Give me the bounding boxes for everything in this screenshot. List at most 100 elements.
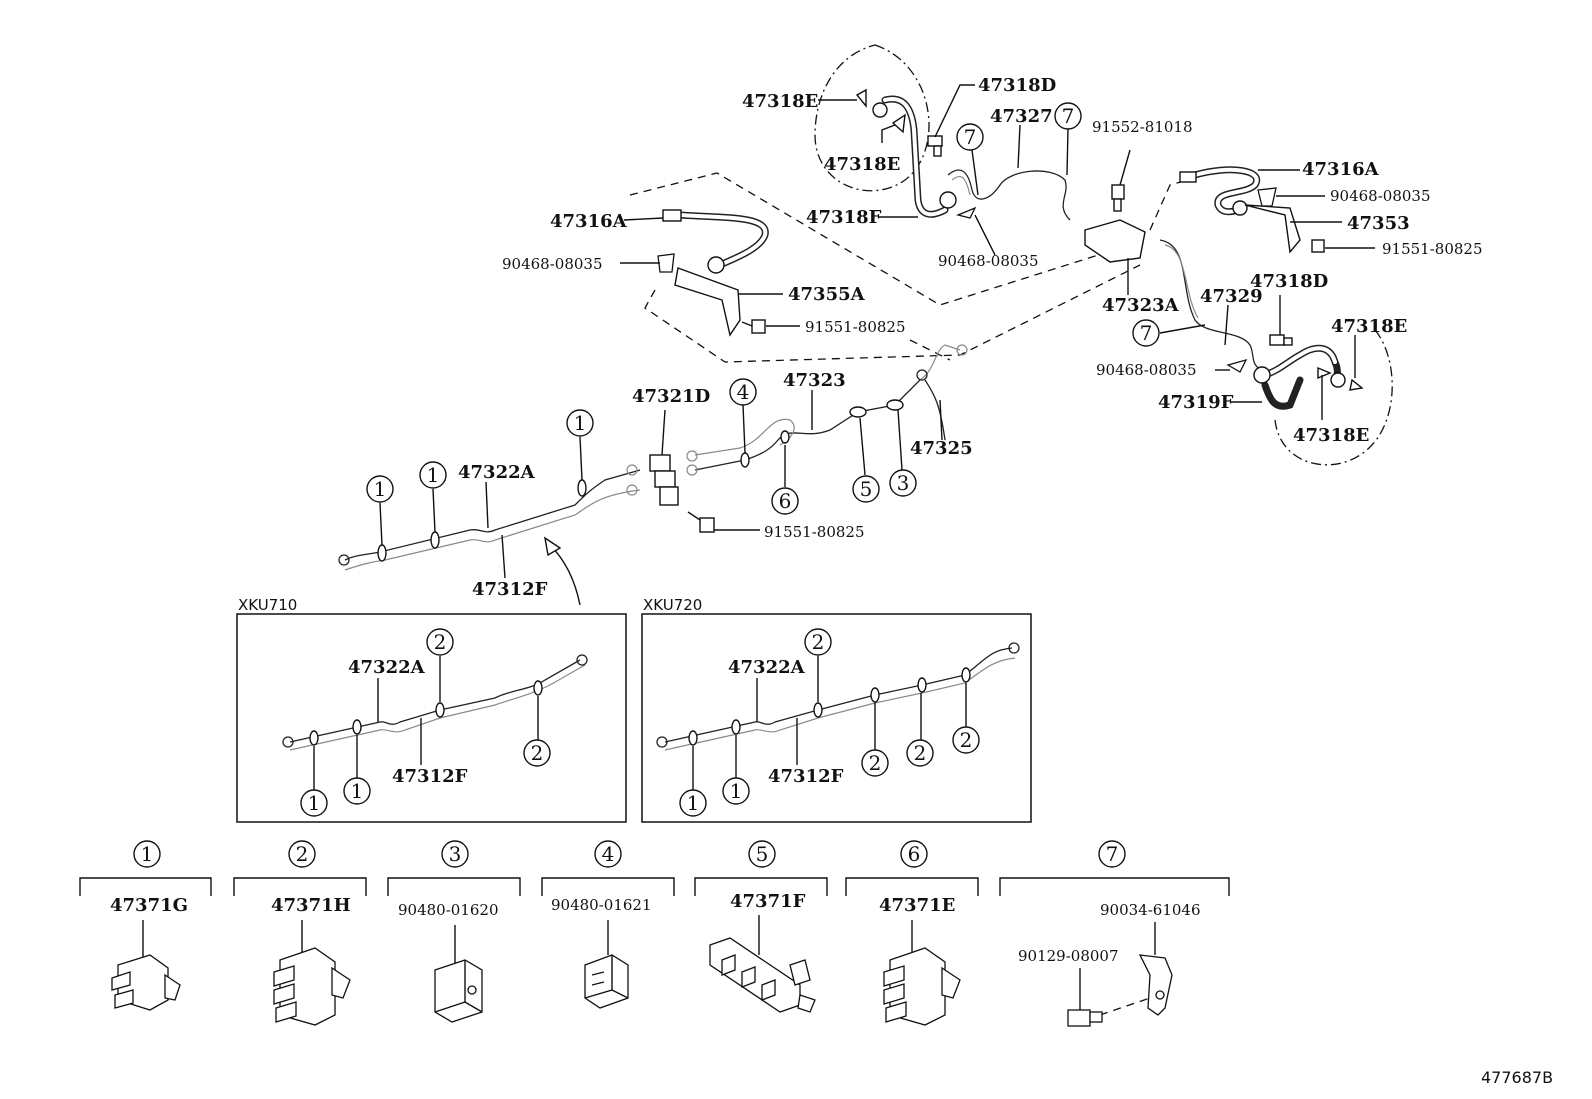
label-47329: 47329 bbox=[1200, 286, 1263, 307]
svg-text:1: 1 bbox=[687, 791, 700, 815]
pipe-47323 bbox=[686, 344, 968, 476]
label-47321D: 47321D bbox=[632, 386, 710, 407]
hose-47318F bbox=[872, 95, 957, 218]
label-47316A-right: 47316A bbox=[1302, 159, 1380, 180]
legend-4: 4 90480-01621 bbox=[541, 840, 675, 1009]
legend-6-part: 47371E bbox=[879, 895, 955, 916]
bolt-47318D-top bbox=[927, 135, 943, 157]
clamp-90480-01620-icon bbox=[434, 959, 483, 1023]
svg-text:2: 2 bbox=[531, 741, 544, 765]
label-47318F: 47318F bbox=[806, 207, 882, 228]
arrow-up bbox=[549, 544, 581, 606]
hose-47316A-left bbox=[662, 209, 769, 274]
leader-7-top bbox=[971, 149, 979, 196]
svg-text:2: 2 bbox=[960, 728, 973, 752]
clip-47371G-icon bbox=[111, 954, 181, 1011]
clip-47318E-right-bot bbox=[1317, 366, 1332, 380]
label-47318E-right-top: 47318E bbox=[1331, 316, 1407, 337]
label-47355A: 47355A bbox=[788, 284, 866, 305]
svg-text:7: 7 bbox=[1062, 104, 1075, 128]
svg-text:2: 2 bbox=[296, 842, 309, 866]
svg-text:1: 1 bbox=[427, 463, 440, 487]
pipe-47327 bbox=[947, 169, 1071, 221]
svg-text:2: 2 bbox=[914, 741, 927, 765]
callout-1c: 1 bbox=[566, 409, 594, 437]
xku710-callout-1a: 1 bbox=[300, 789, 328, 817]
label-47316A-left: 47316A bbox=[550, 211, 628, 232]
xku710-label-47322A: 47322A bbox=[348, 657, 426, 678]
label-47323A: 47323A bbox=[1102, 295, 1180, 316]
legend-4-part: 90480-01621 bbox=[551, 896, 652, 914]
svg-text:7: 7 bbox=[964, 125, 977, 149]
leader-47321D bbox=[661, 409, 666, 456]
xku710-callout-1b: 1 bbox=[343, 777, 371, 805]
xku720-callout-2b: 2 bbox=[861, 749, 889, 777]
assembly-outline-link bbox=[909, 339, 951, 361]
callout-5: 5 bbox=[852, 475, 880, 503]
hose-detail-circle-left bbox=[814, 44, 930, 192]
svg-text:2: 2 bbox=[869, 751, 882, 775]
leader-47316A-left bbox=[623, 217, 664, 221]
clamp-90034-61046-icon bbox=[1099, 954, 1173, 1016]
svg-text:7: 7 bbox=[1140, 321, 1153, 345]
svg-text:5: 5 bbox=[756, 842, 769, 866]
leader-7-right bbox=[1159, 324, 1206, 334]
clip-47371F-icon bbox=[709, 937, 816, 1013]
callout-7-top2: 7 bbox=[1054, 102, 1082, 130]
label-47312F-main: 47312F bbox=[472, 579, 548, 600]
clip-90468-mid bbox=[955, 206, 977, 219]
svg-text:1: 1 bbox=[308, 791, 321, 815]
svg-text:6: 6 bbox=[779, 489, 792, 513]
callout-7-right: 7 bbox=[1132, 319, 1160, 347]
xku720-label-47312F: 47312F bbox=[768, 766, 844, 787]
legend-6: 6 47371E bbox=[845, 840, 979, 1026]
xku710-label-47312F: 47312F bbox=[392, 766, 468, 787]
label-47318D-right: 47318D bbox=[1250, 271, 1328, 292]
clip-47318E-top bbox=[855, 88, 867, 108]
svg-text:1: 1 bbox=[374, 477, 387, 501]
hose-47319F bbox=[1253, 344, 1346, 410]
leader-91552 bbox=[1119, 149, 1131, 186]
label-90468-right: 90468-08035 bbox=[1330, 187, 1431, 205]
label-47318E-mid: 47318E bbox=[824, 154, 900, 175]
pipe-47325 bbox=[924, 379, 946, 441]
label-91551-left: 91551-80825 bbox=[805, 318, 906, 336]
clip-47318E-mid bbox=[891, 113, 906, 134]
svg-text:4: 4 bbox=[737, 380, 750, 404]
legend-2: 2 47371H bbox=[233, 840, 367, 1026]
legend-7-part-b: 90129-08007 bbox=[1018, 947, 1119, 965]
label-91551-right: 91551-80825 bbox=[1382, 240, 1483, 258]
label-47323: 47323 bbox=[783, 370, 846, 391]
leader-7-top2 bbox=[1066, 127, 1069, 176]
leader-47322A-main bbox=[485, 481, 489, 529]
assembly-outline-lower bbox=[644, 264, 1141, 363]
clip-90468-left bbox=[657, 253, 675, 273]
label-47322A-main: 47322A bbox=[458, 462, 536, 483]
leader-1b bbox=[432, 488, 436, 533]
label-91551-center: 91551-80825 bbox=[764, 523, 865, 541]
box-title-xku710: XKU710 bbox=[238, 596, 297, 614]
svg-text:1: 1 bbox=[141, 842, 154, 866]
bolt-91551-right bbox=[1311, 239, 1325, 253]
svg-text:1: 1 bbox=[574, 411, 587, 435]
label-91552-81018: 91552-81018 bbox=[1092, 118, 1193, 136]
leader-47318D-top bbox=[934, 84, 975, 138]
bolt-91551-left bbox=[741, 319, 766, 334]
leader-47325 bbox=[939, 399, 943, 441]
legend-5-part: 47371F bbox=[730, 891, 806, 912]
hose-47316A-right bbox=[1179, 166, 1261, 216]
xku710-callout-2b: 2 bbox=[523, 739, 551, 767]
label-90468-left: 90468-08035 bbox=[502, 255, 603, 273]
leader-3 bbox=[897, 409, 903, 471]
box-xku720: XKU720 47322A 47312F 2 2 2 2 1 1 bbox=[641, 596, 1032, 823]
legend-3: 3 90480-01620 bbox=[387, 840, 521, 1023]
svg-text:1: 1 bbox=[351, 779, 364, 803]
svg-text:2: 2 bbox=[812, 630, 825, 654]
label-47327: 47327 bbox=[990, 106, 1053, 127]
clip-47318E-right-top bbox=[1349, 378, 1364, 391]
bracket-47353 bbox=[1244, 204, 1301, 254]
box-xku710: XKU710 47322A 47312F 2 2 1 1 bbox=[236, 596, 627, 823]
leader-47318E-mid bbox=[881, 124, 896, 143]
junction-47323A bbox=[1084, 184, 1146, 263]
diagram-ref: 477687B bbox=[1481, 1068, 1553, 1087]
